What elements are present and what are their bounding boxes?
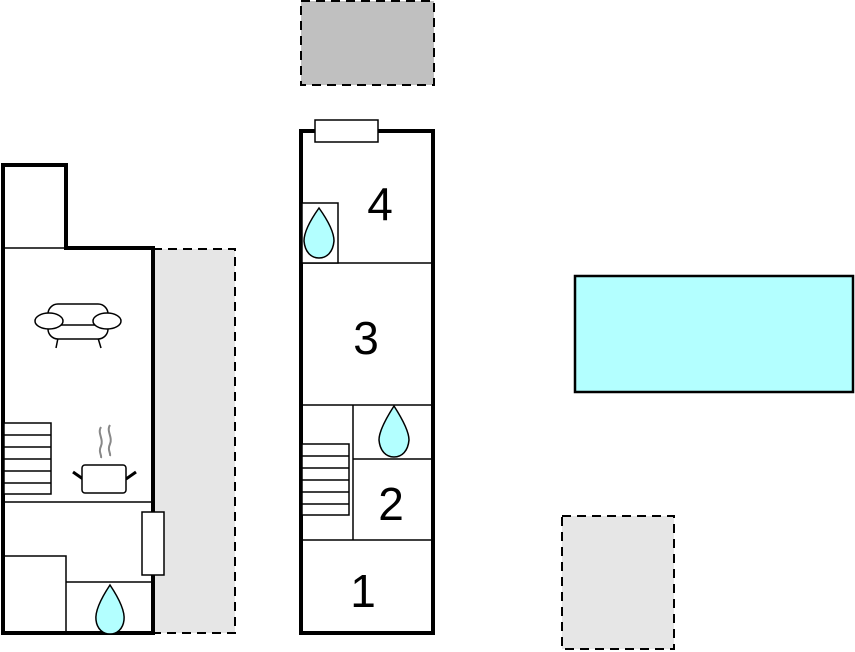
terrace-side — [152, 248, 236, 634]
water-drop-icon — [95, 583, 125, 635]
water-drop-icon — [378, 404, 410, 458]
room-1-label: 1 — [350, 565, 376, 617]
window-icon — [141, 511, 165, 576]
stairs-icon — [3, 422, 52, 495]
upper-floor: 4 3 2 1 — [299, 119, 435, 635]
pool — [573, 274, 855, 394]
room-4-label: 4 — [367, 178, 393, 230]
cooking-pot-icon — [72, 424, 137, 494]
sofa-icon — [34, 303, 122, 349]
water-drop-icon — [303, 206, 335, 259]
room-3-label: 3 — [353, 312, 379, 364]
terrace-bottom — [561, 515, 675, 650]
stairs-icon — [301, 443, 350, 516]
ground-floor — [1, 163, 165, 635]
room-2-label: 2 — [378, 478, 404, 530]
window-icon — [314, 119, 379, 143]
terrace-top — [300, 0, 435, 86]
